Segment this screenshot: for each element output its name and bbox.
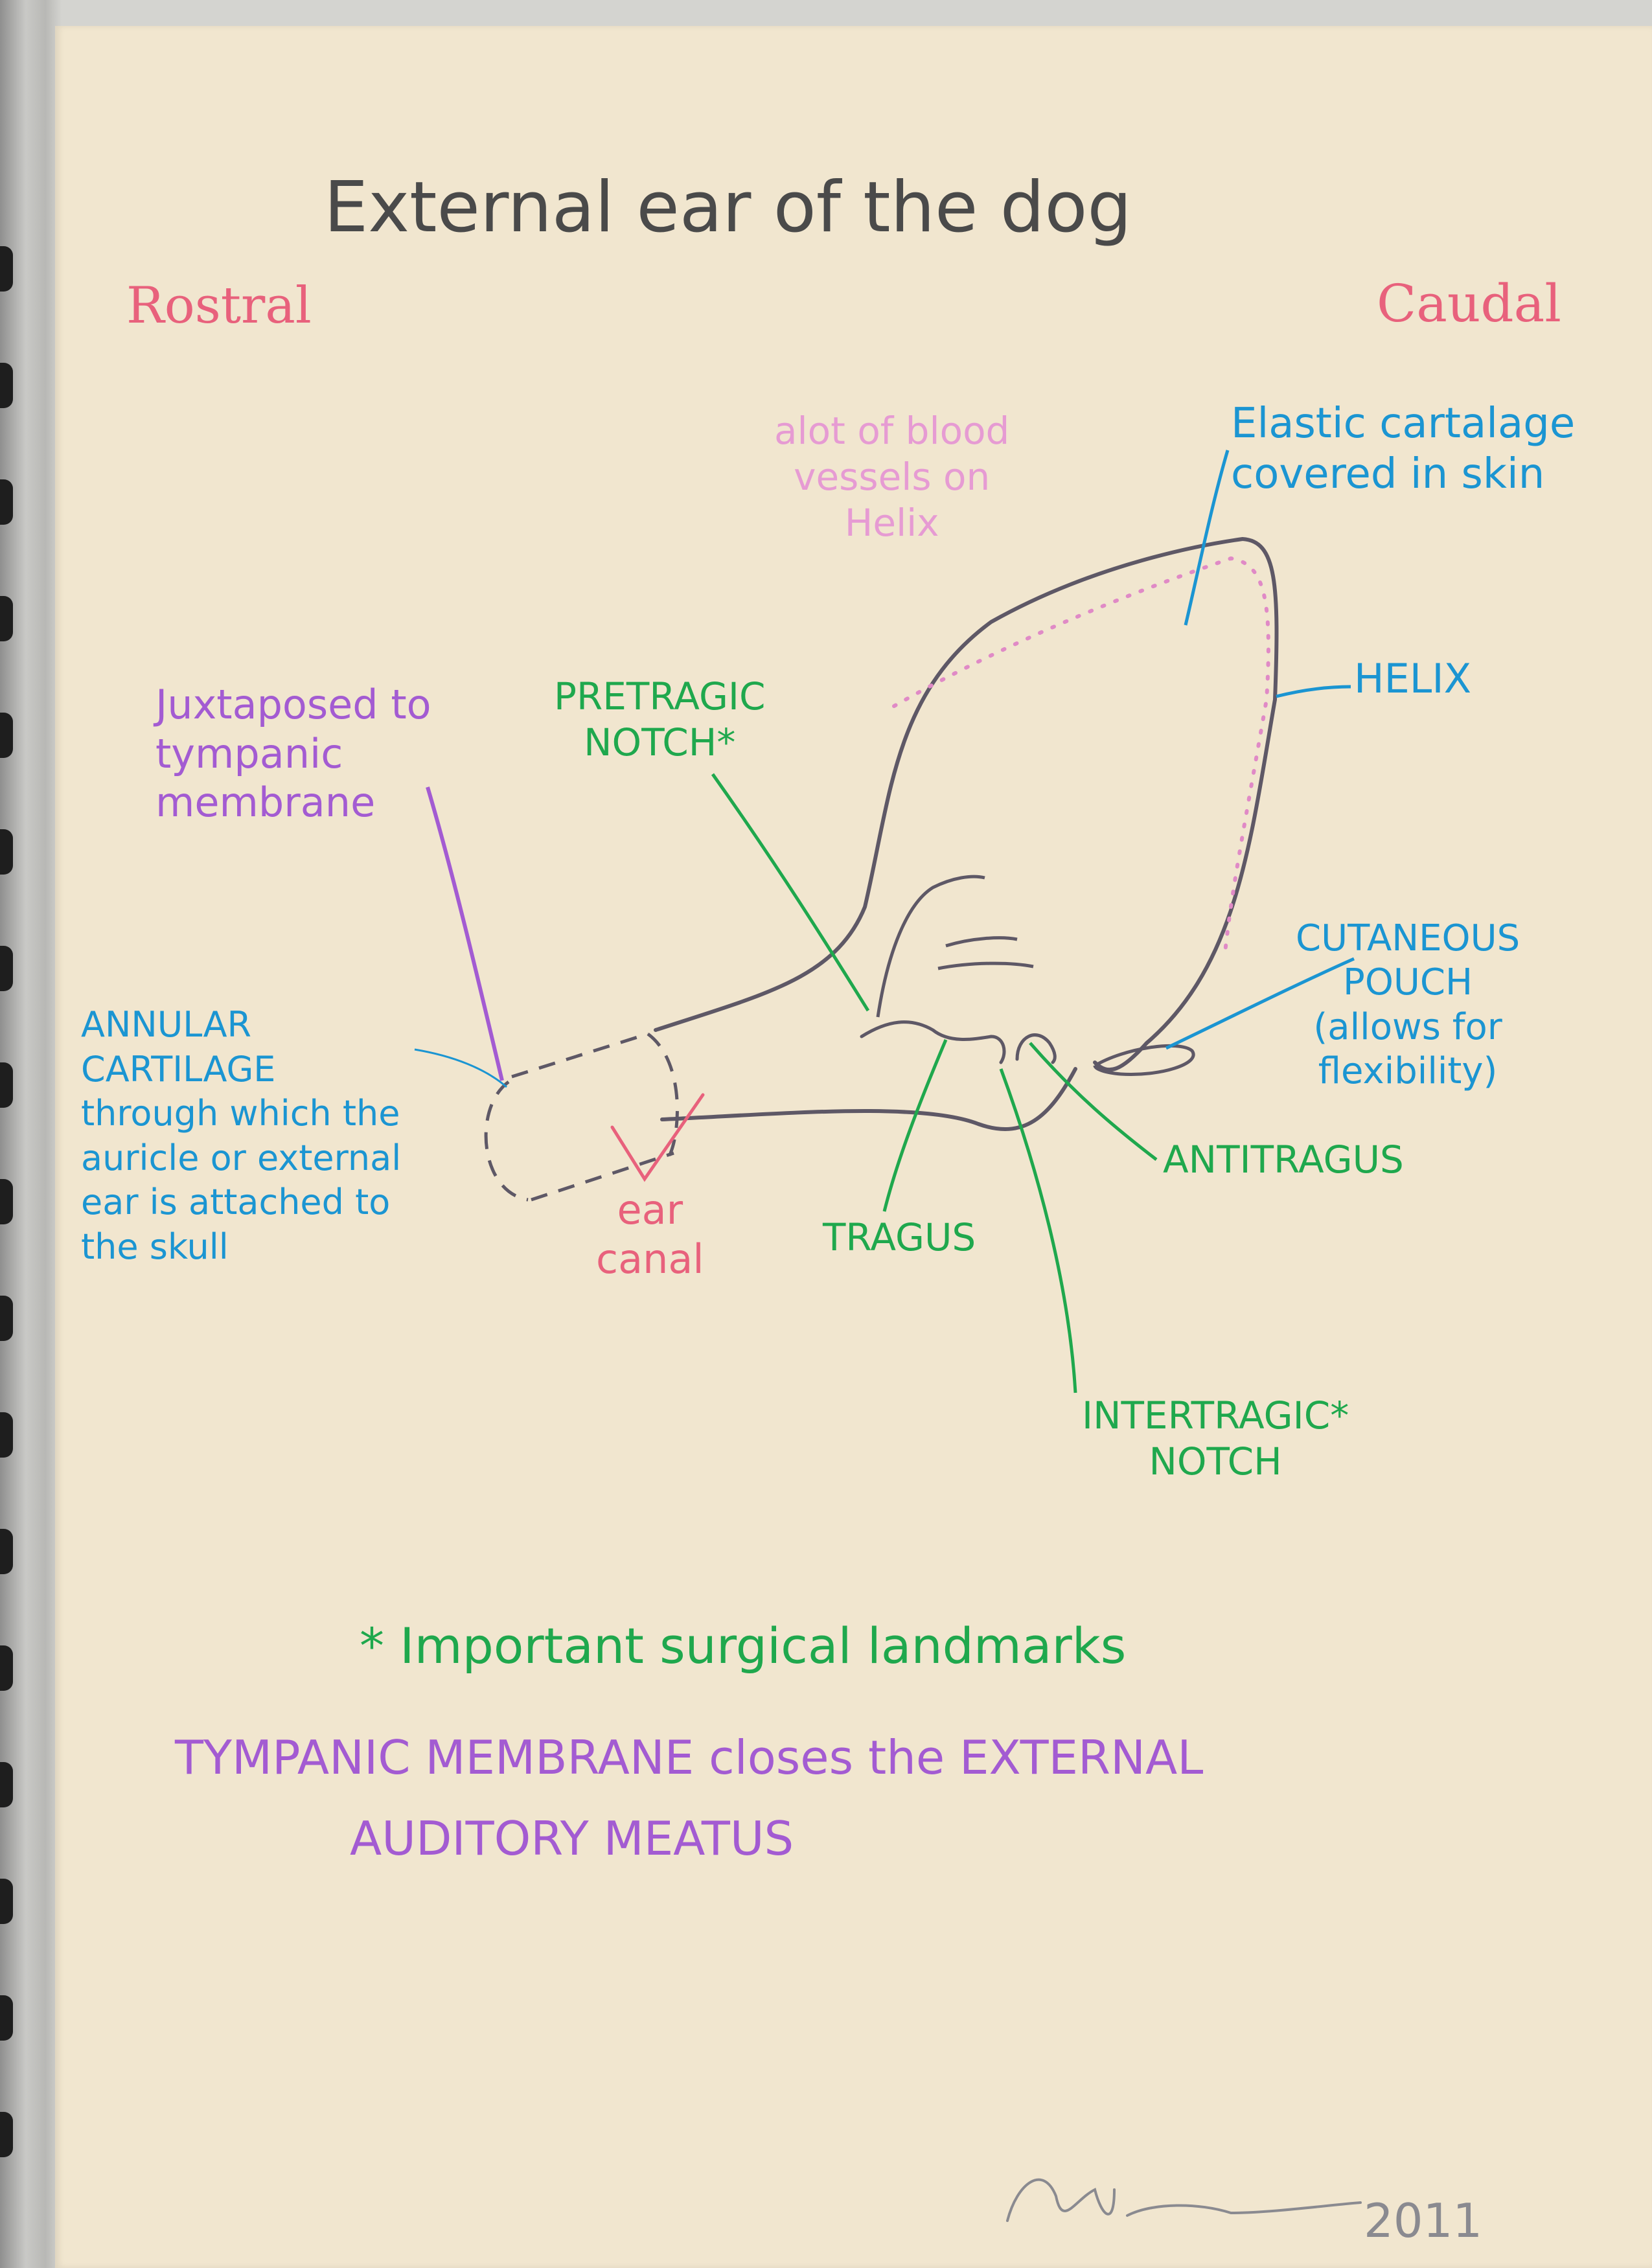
surgical-landmarks-footnote: * Important surgical landmarks	[360, 1617, 1127, 1675]
cutaneous-leader	[1165, 957, 1355, 1050]
canal-lower-outline	[660, 1067, 1077, 1131]
concha-line-2	[937, 961, 1034, 970]
tragus-label: TRAGUS	[823, 1215, 976, 1259]
cutaneous-pouch-label: CUTANEOUS POUCH (allows for flexibility)	[1296, 917, 1520, 1092]
paper-page	[55, 26, 1652, 2268]
pinna-outline	[654, 536, 1279, 1072]
cutaneous-pouch-outline	[1093, 1044, 1195, 1077]
intertragic-notch-label: INTERTRAGIC* NOTCH	[1082, 1393, 1349, 1483]
annular-cartilage-label: ANNULAR CARTILAGE through which the auri…	[81, 1004, 402, 1267]
elastic-leader	[1184, 450, 1230, 626]
pretragic-notch-label: PRETRAGIC NOTCH*	[554, 674, 766, 764]
tragus-leader	[882, 1039, 948, 1212]
helix-label: HELIX	[1354, 655, 1472, 702]
tragus-notch-bumps	[860, 1020, 1057, 1064]
ear-canal-arrow	[610, 1093, 705, 1182]
direction-rostral: Rostral	[126, 277, 312, 335]
signature-year: 2011	[1364, 2194, 1483, 2248]
antitragus-label: ANTITRAGUS	[1163, 1138, 1404, 1182]
ear-canal-label: ear canal	[596, 1186, 704, 1283]
intertragic-leader	[999, 1068, 1077, 1393]
elastic-cartilage-label: Elastic cartalage covered in skin	[1231, 400, 1576, 499]
juxtaposed-label: Juxtaposed to tympanic membrane	[155, 681, 431, 827]
page-title: External ear of the dog	[324, 167, 1132, 248]
summary-line-2: AUDITORY MEATUS	[350, 1811, 794, 1866]
antitragus-leader	[1029, 1042, 1158, 1161]
direction-caudal: Caudal	[1377, 273, 1561, 334]
juxtaposed-leader	[426, 786, 504, 1081]
signature-scribble	[1006, 2178, 1362, 2222]
concha-line-1	[945, 936, 1018, 948]
blood-vessels-label: alot of blood vessels on Helix	[774, 409, 1010, 545]
summary-line-1: TYMPANIC MEMBRANE closes the EXTERNAL	[175, 1730, 1204, 1785]
helix-dotted-margin	[892, 556, 1270, 961]
pretragic-leader	[711, 773, 870, 1012]
concha-curve	[876, 875, 985, 1018]
annular-cartilage-tube	[484, 1032, 679, 1202]
helix-leader	[1276, 685, 1351, 698]
annular-leader	[414, 1048, 507, 1088]
